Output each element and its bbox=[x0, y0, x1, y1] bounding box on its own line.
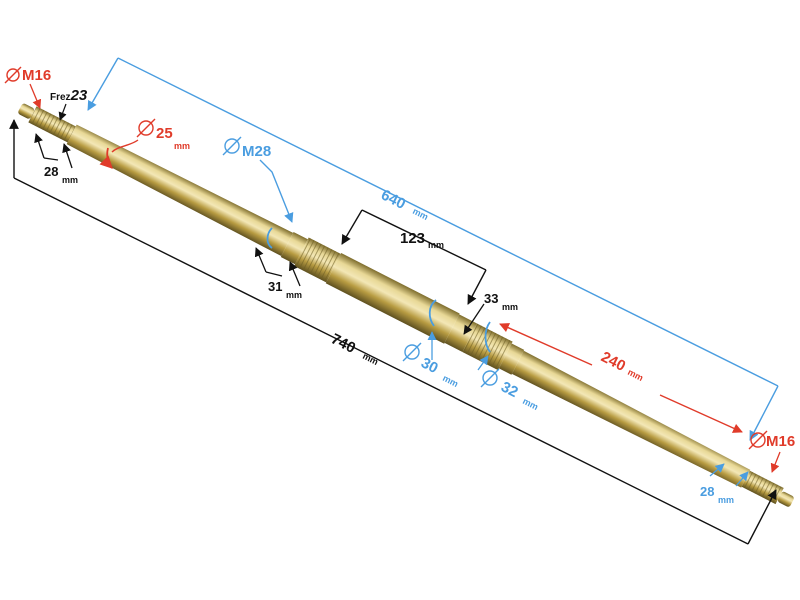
d25-callout: 25 mm bbox=[99, 118, 190, 169]
axle-shaft bbox=[18, 103, 794, 507]
left-thread-tip bbox=[18, 103, 35, 119]
d30-value: 30 bbox=[418, 354, 441, 377]
dim-123-value: 123 bbox=[400, 230, 425, 247]
m16-left: M16 bbox=[4, 66, 51, 109]
dim-28-right-value: 28 bbox=[700, 484, 714, 499]
m16-right: M16 bbox=[748, 430, 795, 473]
dim-740 bbox=[9, 119, 777, 545]
dim-33-unit: mm bbox=[502, 302, 518, 312]
dim-640 bbox=[87, 57, 779, 441]
frez-label: Frez bbox=[50, 92, 71, 103]
dim-28-left-value: 28 bbox=[44, 164, 58, 179]
dim-31 bbox=[254, 247, 301, 287]
shaft-body-center bbox=[325, 252, 460, 344]
diameter-icon bbox=[222, 136, 242, 156]
dim-640-unit: mm bbox=[411, 206, 430, 222]
dim-240 bbox=[499, 323, 743, 433]
d32-shoulder bbox=[498, 343, 525, 375]
frez-leader bbox=[58, 103, 67, 121]
dim-28-right-unit: mm bbox=[718, 495, 734, 505]
diameter-icon bbox=[4, 66, 22, 84]
svg-text:Frez23: Frez23 bbox=[50, 87, 88, 104]
d30-unit: mm bbox=[441, 373, 460, 389]
shaft-body-left bbox=[66, 124, 294, 257]
dim-28-left bbox=[34, 133, 73, 169]
dim-31-value: 31 bbox=[268, 279, 282, 294]
frez-value: 23 bbox=[70, 87, 88, 104]
dim-33-value: 33 bbox=[484, 291, 498, 306]
dim-240-value: 240 bbox=[598, 348, 628, 375]
diameter-icon bbox=[480, 368, 500, 388]
m16-left-value: M16 bbox=[22, 67, 51, 84]
diameter-icon bbox=[748, 430, 768, 450]
dim-740-unit: mm bbox=[361, 351, 380, 367]
d25-unit: mm bbox=[174, 141, 190, 151]
diameter-icon bbox=[402, 342, 422, 362]
d30-collar bbox=[444, 314, 477, 352]
d32-unit: mm bbox=[521, 396, 540, 412]
dim-28-left-unit: mm bbox=[62, 175, 78, 185]
right-thread-tip bbox=[777, 491, 794, 507]
dim-123 bbox=[341, 209, 487, 305]
dim-31-unit: mm bbox=[286, 290, 302, 300]
shaft-body-right bbox=[511, 350, 751, 488]
dim-740-value: 740 bbox=[328, 330, 358, 357]
dim-640-value: 640 bbox=[378, 186, 408, 213]
dim-28-right bbox=[709, 463, 749, 487]
dim-240-unit: mm bbox=[626, 367, 645, 383]
m28-collar bbox=[280, 232, 308, 265]
m28-value: M28 bbox=[242, 143, 271, 160]
d32-value: 32 bbox=[498, 378, 521, 401]
d25-value: 25 bbox=[156, 125, 173, 142]
m28-callout: M28 bbox=[222, 136, 294, 249]
m16-right-value: M16 bbox=[766, 433, 795, 450]
dim-33-leader bbox=[463, 303, 485, 335]
diameter-icon bbox=[136, 118, 156, 138]
dim-123-unit: mm bbox=[428, 240, 444, 250]
